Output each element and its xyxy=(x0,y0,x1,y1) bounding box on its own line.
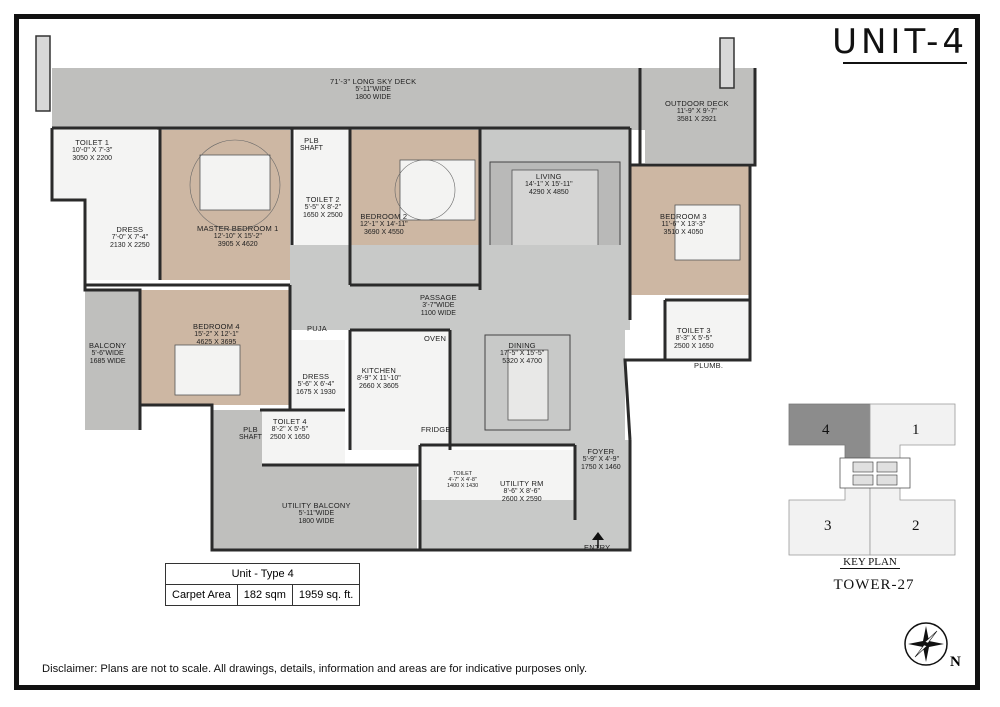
master-rug xyxy=(189,139,281,231)
entry-arrow-icon xyxy=(592,532,604,540)
passage-floor xyxy=(290,245,630,330)
oven-label: OVEN xyxy=(424,334,447,343)
foyer-floor xyxy=(575,440,630,550)
key-plan-lift-3 xyxy=(852,474,874,486)
entry-label: ENTRY xyxy=(584,543,611,552)
key-plan-label-2: 2 xyxy=(912,518,920,534)
key-plan-lift-1 xyxy=(852,461,874,473)
compass-icon xyxy=(904,622,948,666)
toilet1-floor xyxy=(52,128,157,200)
carpet-area-sqm: 182 sqm xyxy=(236,584,293,606)
bedroom2-bed xyxy=(399,159,476,221)
balcony-floor xyxy=(85,290,140,430)
bedroom3-bed xyxy=(674,204,741,261)
key-plan-label-4: 4 xyxy=(822,422,830,438)
key-plan xyxy=(788,403,956,556)
toilet3-floor xyxy=(665,300,750,360)
utility-rm-floor xyxy=(480,450,575,500)
utility-lower xyxy=(420,500,580,550)
dining-rug xyxy=(484,334,571,431)
disclaimer: Disclaimer: Plans are not to scale. All … xyxy=(42,663,588,675)
plumbing-label: PLUMB. xyxy=(694,361,724,370)
unit-title: UNIT-4 xyxy=(832,22,968,62)
sky-deck-floor xyxy=(52,68,647,130)
north-label: N xyxy=(950,654,961,670)
puja-label: PUJA xyxy=(307,324,327,333)
outer-wall-east xyxy=(623,68,757,441)
toilet4-floor xyxy=(260,410,345,465)
master-bed xyxy=(199,154,271,211)
key-plan-caption: KEY PLAN xyxy=(840,556,900,569)
outer-wall-south xyxy=(140,403,632,552)
key-plan-core xyxy=(839,457,911,489)
utility-balcony-left xyxy=(212,410,262,550)
dress1-floor xyxy=(85,200,160,280)
carpet-area-sqft: 1959 sq. ft. xyxy=(291,584,361,606)
key-plan-label-3: 3 xyxy=(824,518,832,534)
key-plan-lift-2 xyxy=(876,461,898,473)
carpet-area-label: Carpet Area xyxy=(165,584,238,606)
dining-table xyxy=(507,349,549,421)
title-underline xyxy=(843,62,967,64)
tower-name: TOWER-27 xyxy=(833,577,915,593)
deck-edge-right xyxy=(719,37,735,89)
area-table-header: Unit - Type 4 xyxy=(164,563,361,585)
bedroom4-bed xyxy=(174,344,241,396)
page-frame xyxy=(14,14,980,690)
dress4-floor xyxy=(290,340,345,410)
utility-balcony-floor xyxy=(262,465,417,550)
area-table: Unit - Type 4 Carpet Area 182 sqm 1959 s… xyxy=(164,563,361,606)
bedroom2-rug xyxy=(394,159,456,221)
deck-edge-left xyxy=(35,35,51,112)
fridge-label: FRIDGE xyxy=(421,425,451,434)
outdoor-deck-floor xyxy=(645,68,755,163)
key-plan-lift-4 xyxy=(876,474,898,486)
outer-wall-west xyxy=(50,128,142,430)
toilet5-floor xyxy=(420,450,480,500)
kitchen-floor xyxy=(350,330,450,450)
toilet2-floor xyxy=(295,130,350,245)
key-plan-label-1: 1 xyxy=(912,422,920,438)
